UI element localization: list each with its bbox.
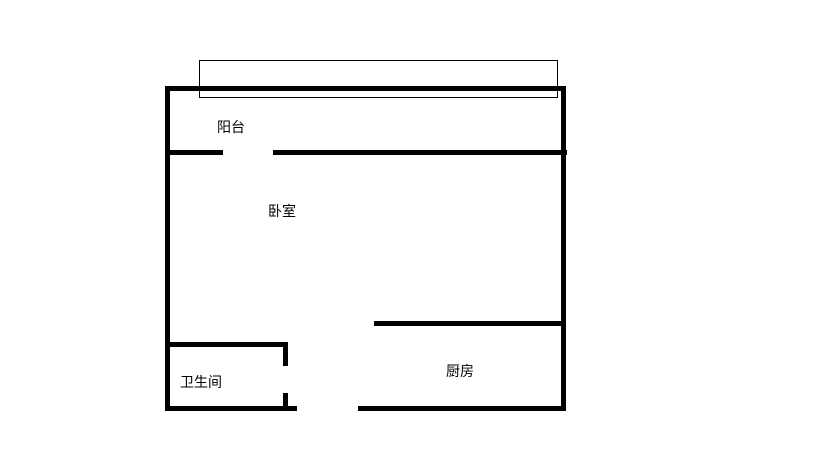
room-label-balcony: 阳台 — [217, 120, 245, 136]
outer-wall-right — [561, 86, 566, 411]
outer-wall-bottom-right — [358, 406, 566, 411]
outer-wall-top — [165, 86, 566, 91]
bathroom-wall-right-lower — [283, 393, 288, 410]
bathroom-wall-right-upper — [283, 342, 288, 366]
room-label-kitchen: 厨房 — [446, 364, 474, 380]
balcony-wall-left — [165, 150, 223, 155]
outer-wall-bottom-left — [165, 406, 297, 411]
bathroom-wall-top — [165, 342, 287, 347]
balcony-railing — [199, 60, 558, 98]
room-label-bathroom: 卫生间 — [180, 375, 222, 391]
balcony-wall-right — [273, 150, 567, 155]
outer-wall-left — [165, 86, 170, 411]
room-label-bedroom: 卧室 — [268, 203, 296, 220]
kitchen-wall — [374, 321, 563, 326]
